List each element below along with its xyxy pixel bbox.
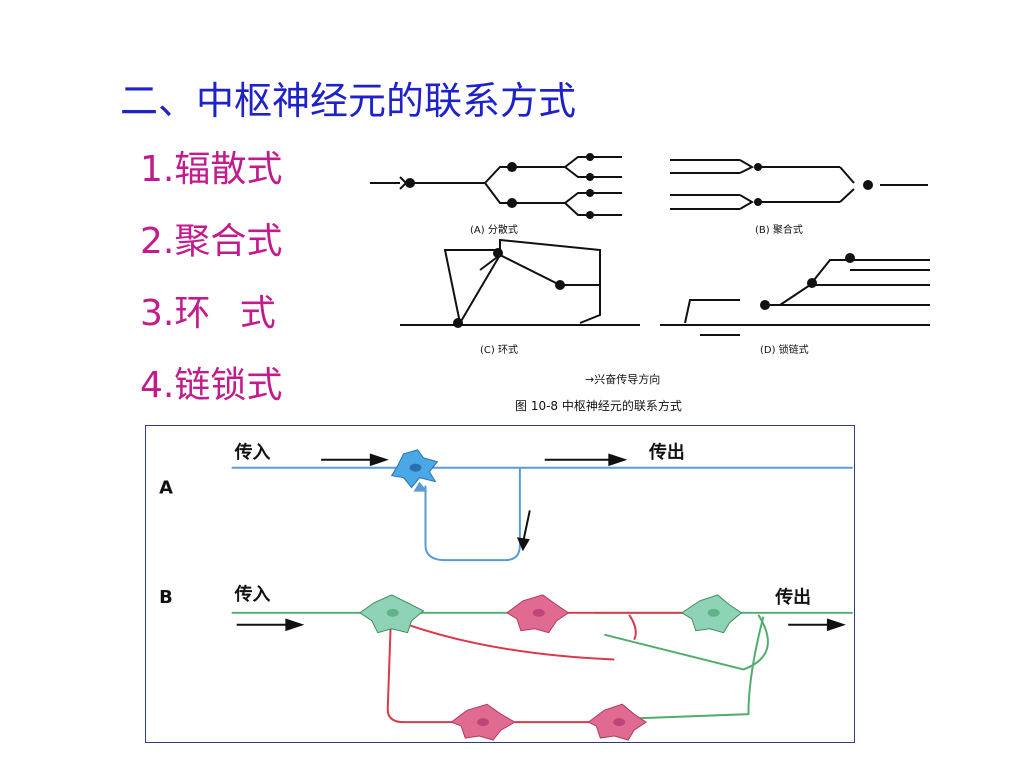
list-item-loop: 3.环 式 <box>140 293 276 334</box>
page-title: 二、中枢神经元的联系方式 <box>120 79 577 123</box>
figure-title: 图 10-8 中枢神经元的联系方式 <box>515 398 682 413</box>
panel-b-output-label: 传出 <box>774 586 811 608</box>
legend-direction: →兴奋传导方向 <box>585 372 660 386</box>
panel-a-output-label: 传出 <box>648 441 685 463</box>
caption-chain: (D) 锁链式 <box>760 343 809 356</box>
panel-a-input-label: 传入 <box>234 441 271 463</box>
panel-b-label: B <box>159 587 173 608</box>
panel-a-label: A <box>159 478 173 499</box>
connection-type-list: 1.辐散式 2.聚合式 3.环 式 4.链锁式 <box>140 148 282 436</box>
list-item-chain: 4.链锁式 <box>140 365 283 406</box>
list-item-convergent: 2.聚合式 <box>140 221 283 262</box>
caption-divergent: (A) 分散式 <box>470 223 518 236</box>
arrow-icon <box>321 453 628 467</box>
caption-convergent: (B) 聚合式 <box>755 223 803 236</box>
panel-b-input-label: 传入 <box>234 583 271 605</box>
textbook-figure: (A) 分散式 (B) 聚合式 (C) 环式 (D) 锁链式 →兴奋传导方向 图… <box>370 153 930 413</box>
list-item-divergent: 1.辐散式 <box>140 149 283 190</box>
arrow-icon <box>236 618 846 632</box>
colored-figure: A B 传入 传出 传入 传出 <box>145 425 855 743</box>
caption-loop: (C) 环式 <box>480 343 518 356</box>
